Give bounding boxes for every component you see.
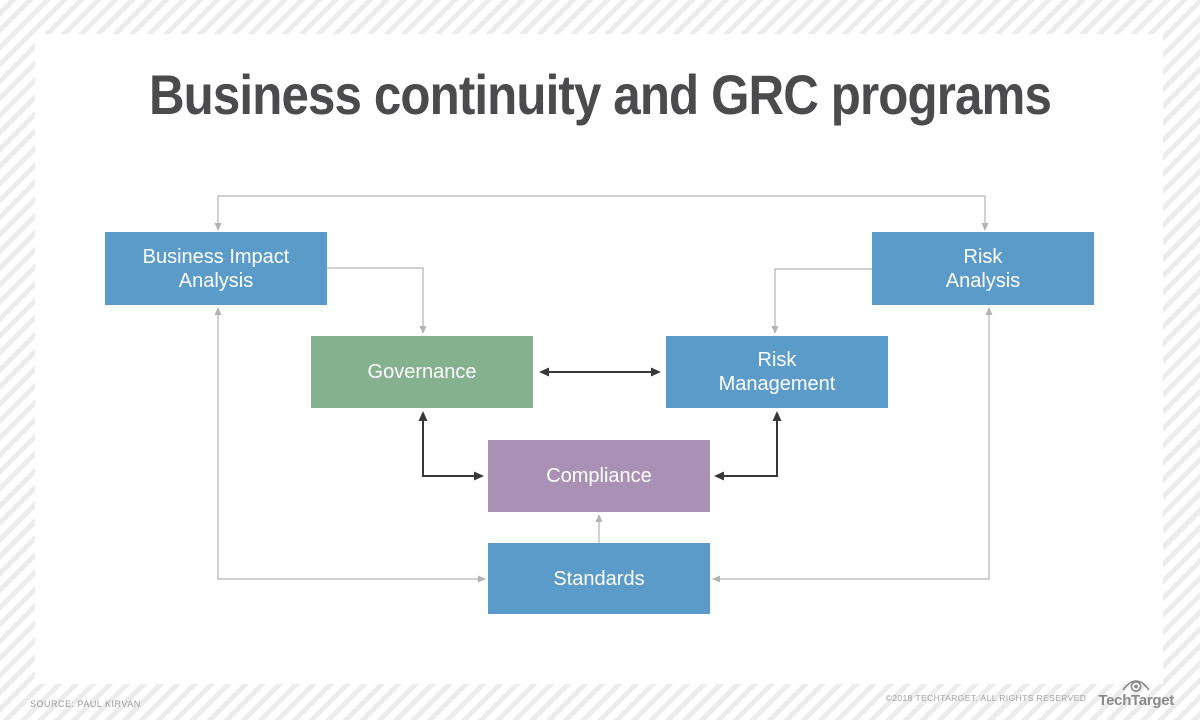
interaction-connectors [418,367,782,481]
arrowhead-up-riskmanagement-bottom [772,411,782,421]
arrowhead-right-standards-left [478,575,486,583]
arrowhead-down-riskmanagement-top [771,326,779,334]
node-label: Risk Analysis [945,245,1021,292]
arrowhead-down-bia-top [214,223,222,231]
copyright-notice: ©2018 TECHTARGET. ALL RIGHTS RESERVED [885,693,1087,703]
flow-connectors [214,195,993,583]
footer-right: ©2018 TECHTARGET. ALL RIGHTS RESERVED Te… [886,676,1174,709]
node-governance: Governance [311,336,533,408]
arrowhead-up-governance-bottom [418,411,428,421]
node-label: Business Impact Analysis [142,245,290,292]
arrowhead-down-governance-top [419,326,427,334]
node-standards: Standards [488,543,710,614]
node-label: Compliance [546,465,652,487]
node-risk-management: Risk Management [666,336,888,408]
connector-standards-bia [217,311,482,580]
connector-standards-riskanalysis [716,311,990,580]
techtarget-logo: TechTarget [1098,676,1174,709]
node-label: Governance [367,361,477,383]
techtarget-wordmark: TechTarget [1098,692,1174,709]
node-compliance: Compliance [488,440,710,512]
node-label: Standards [553,567,645,590]
node-label: Risk Management [718,349,836,395]
node-risk-analysis: Risk Analysis [872,232,1094,305]
connector-governance-compliance [422,417,477,477]
page-title: Business continuity and GRC programs [148,63,1052,126]
arrowhead-right-riskmanagement-left [651,367,661,377]
node-business-impact-analysis: Business Impact Analysis [105,232,327,305]
connector-riskmanagement-compliance [723,417,778,477]
arrowhead-up-riskanalysis-bottom [985,307,993,315]
arrowhead-up-compliance-bottom [595,514,603,522]
connector-bia-riskanalysis-top [217,195,986,227]
arrowhead-down-riskanalysis-top [981,223,989,231]
source-credit: SOURCE: PAUL KIRVAN [30,699,141,709]
arrowhead-up-bia-bottom [214,307,222,315]
arrowhead-right-compliance-left [474,471,484,481]
arrowhead-left-compliance-right [714,471,724,481]
connector-riskanalysis-riskmanagement [774,268,872,330]
arrowhead-left-governance-right [539,367,549,377]
connector-bia-governance [327,267,424,330]
techtarget-eye-icon [1122,680,1150,692]
arrowhead-left-standards-right [712,575,720,583]
